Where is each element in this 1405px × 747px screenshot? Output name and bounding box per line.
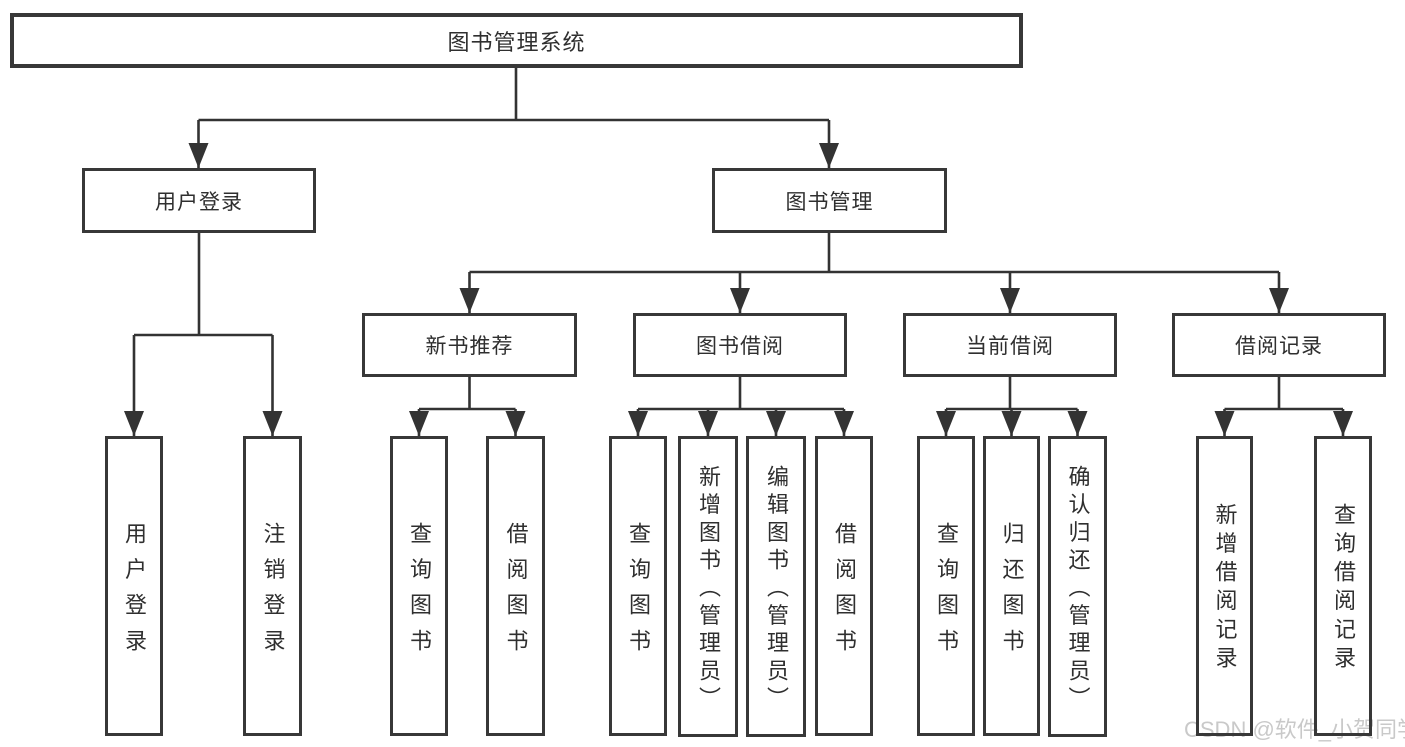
node-edit-books-admin: 编辑图书（管理员） [746, 436, 806, 737]
node-user-login-leaf: 用户登录 [105, 436, 163, 736]
arrowhead-icons [124, 143, 1353, 436]
node-new-book-recommend: 新书推荐 [362, 313, 577, 377]
node-label: 查询借阅记录 [1331, 503, 1356, 676]
node-borrow-records: 借阅记录 [1172, 313, 1386, 377]
connector-lines [132, 68, 1345, 436]
node-label: 查询图书 [934, 521, 959, 665]
node-borrow-books-leaf: 借阅图书 [815, 436, 873, 736]
node-confirm-return-admin: 确认归还（管理员） [1048, 436, 1107, 737]
node-book-management: 图书管理 [712, 168, 947, 233]
node-label: 归还图书 [999, 521, 1025, 665]
node-label: 编辑图书（管理员） [764, 464, 789, 715]
node-label: 查询图书 [626, 521, 651, 665]
watermark-text: CSDN @软件_小贺同学 [1184, 717, 1405, 742]
node-label: 注销登录 [260, 521, 286, 665]
node-current-borrow: 当前借阅 [903, 313, 1117, 377]
node-label: 借阅图书 [503, 521, 529, 665]
node-label: 查询图书 [407, 521, 432, 665]
node-query-borrow-record: 查询借阅记录 [1314, 436, 1372, 736]
node-label: 确认归还（管理员） [1065, 464, 1091, 715]
node-add-borrow-record: 新增借阅记录 [1196, 436, 1253, 736]
node-library-system: 图书管理系统 [10, 13, 1023, 68]
node-label: 用户登录 [122, 521, 147, 665]
node-label: 新增借阅记录 [1212, 503, 1238, 676]
node-borrow-books-recommend: 借阅图书 [486, 436, 545, 736]
node-label: 借阅图书 [832, 521, 857, 665]
node-add-books-admin: 新增图书（管理员） [678, 436, 738, 737]
node-return-books: 归还图书 [983, 436, 1040, 736]
node-label: 新增图书（管理员） [696, 464, 721, 715]
node-query-books-recommend: 查询图书 [390, 436, 448, 736]
node-query-books-current: 查询图书 [917, 436, 975, 736]
node-book-borrow: 图书借阅 [633, 313, 847, 377]
node-query-books-borrow: 查询图书 [609, 436, 667, 736]
node-logout: 注销登录 [243, 436, 302, 736]
node-user-login-branch: 用户登录 [82, 168, 316, 233]
